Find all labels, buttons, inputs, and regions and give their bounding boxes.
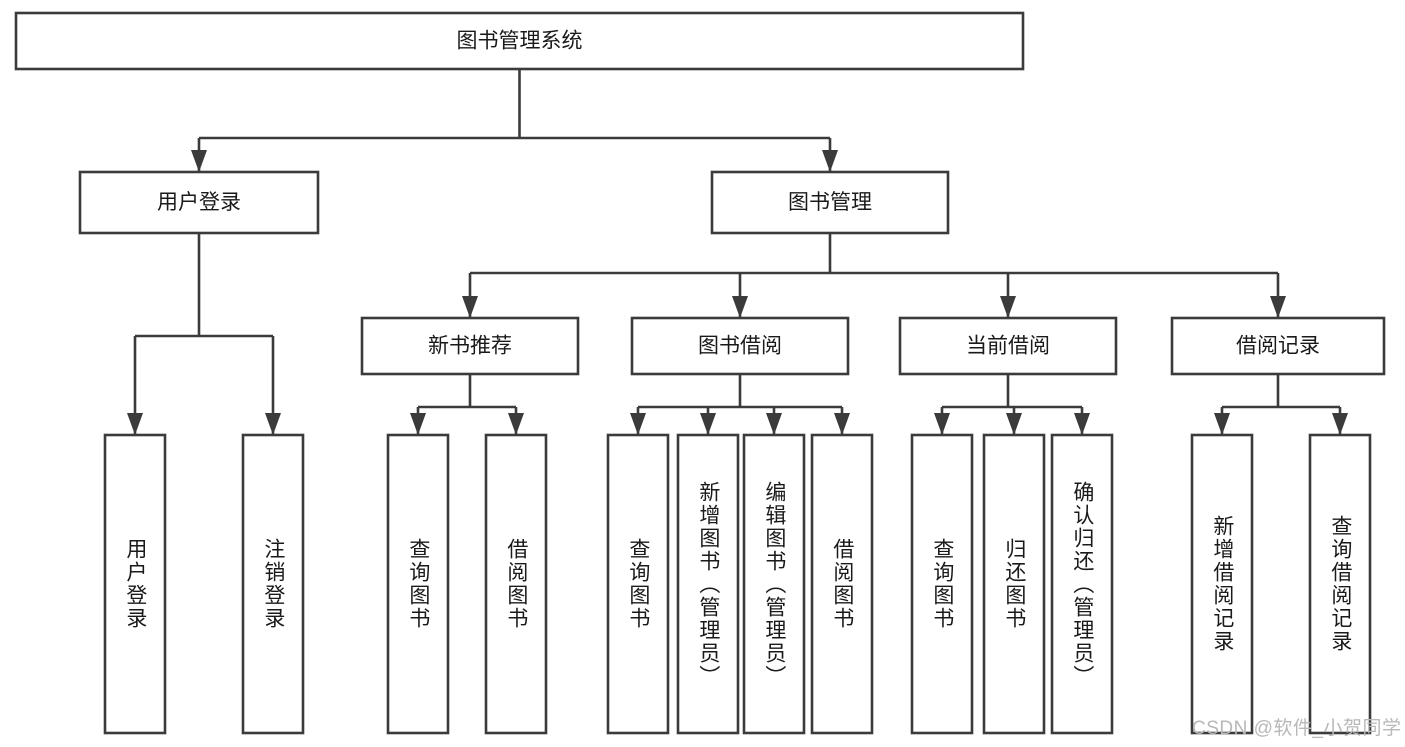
node-leaf-l-confirm-return[interactable]: [1050, 433, 1114, 735]
node-leaf-l-query-book-3[interactable]: [910, 433, 974, 735]
arrow-head-icon: [834, 413, 850, 435]
arrow-head-icon: [265, 413, 281, 435]
node-label: 图书管理: [788, 191, 872, 214]
arrow-head-icon: [822, 150, 838, 172]
arrow-head-icon: [1270, 296, 1286, 318]
arrow-head-icon: [462, 296, 478, 318]
arrow-head-icon: [410, 413, 426, 435]
arrow-head-icon: [732, 296, 748, 318]
node-leaf-l-add-book[interactable]: [676, 433, 740, 735]
arrow-head-icon: [1332, 413, 1348, 435]
connectors-layer: [127, 69, 1348, 435]
node-label: 当前借阅: [966, 335, 1050, 358]
node-root-root[interactable]: [14, 11, 1025, 71]
node-leaf-leaf-user-login[interactable]: [103, 433, 167, 735]
watermark: CSDN @软件_小贺同学: [1192, 718, 1402, 739]
arrow-head-icon: [1074, 413, 1090, 435]
node-l3-borrow-record[interactable]: [1170, 316, 1386, 376]
arrow-head-icon: [1000, 296, 1016, 318]
arrow-head-icon: [700, 413, 716, 435]
node-leaf-leaf-user-logout[interactable]: [241, 433, 305, 735]
node-label: 借阅记录: [1236, 335, 1320, 358]
node-label: 新书推荐: [428, 335, 512, 358]
node-leaf-l-return-book[interactable]: [982, 433, 1046, 735]
node-label: 用户登录: [157, 191, 241, 214]
node-l2-book-manage[interactable]: [710, 170, 950, 235]
boxes-layer: [14, 11, 1386, 735]
node-label: 图书管理系统: [457, 30, 583, 53]
node-leaf-l-edit-book[interactable]: [742, 433, 806, 735]
node-l3-book-borrow[interactable]: [630, 316, 850, 376]
node-leaf-l-query-book-2[interactable]: [606, 433, 670, 735]
node-l3-current-borrow[interactable]: [898, 316, 1118, 376]
node-label: 图书借阅: [698, 335, 782, 358]
node-leaf-l-query-book-1[interactable]: [386, 433, 450, 735]
arrow-head-icon: [191, 150, 207, 172]
node-leaf-l-query-record[interactable]: [1308, 433, 1372, 735]
arrow-head-icon: [1006, 413, 1022, 435]
arrow-head-icon: [766, 413, 782, 435]
node-leaf-l-borrow-book-1[interactable]: [484, 433, 548, 735]
arrow-head-icon: [630, 413, 646, 435]
arrow-head-icon: [1214, 413, 1230, 435]
arrow-head-icon: [127, 413, 143, 435]
arrow-head-icon: [508, 413, 524, 435]
node-leaf-l-borrow-book-2[interactable]: [810, 433, 874, 735]
node-l2-user-login[interactable]: [78, 170, 320, 235]
node-leaf-l-add-record[interactable]: [1190, 433, 1254, 735]
arrow-head-icon: [934, 413, 950, 435]
node-l3-new-book-rec[interactable]: [360, 316, 580, 376]
